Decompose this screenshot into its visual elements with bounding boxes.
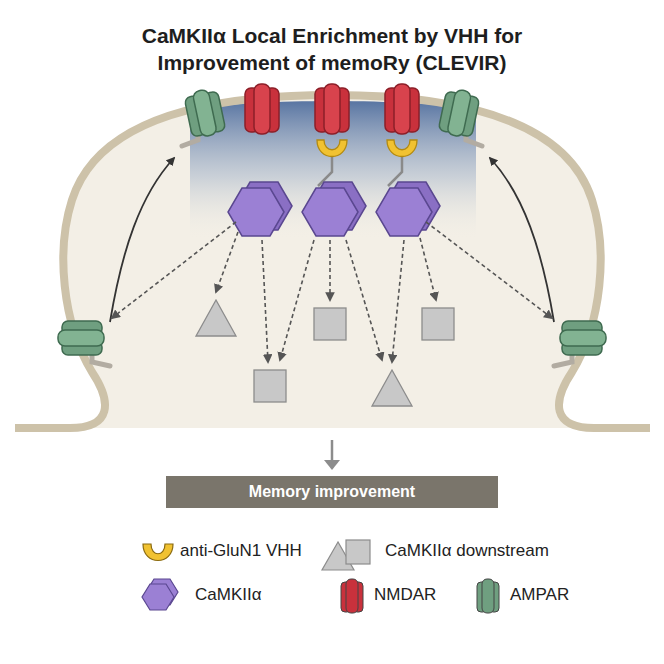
- ampar-lower-right: [554, 321, 606, 366]
- vhh-symbol: [387, 140, 417, 157]
- ampar-top-left: [182, 87, 226, 146]
- nmdar-symbol: [245, 84, 279, 134]
- legend-label: CaMKIIα downstream: [385, 541, 549, 561]
- legend-icon: [468, 576, 508, 616]
- vhh-symbol: [317, 140, 347, 157]
- trafficking-arrow: [110, 158, 174, 322]
- legend-icon: [330, 532, 370, 572]
- title-text: CaMKIIα Local Enrichment by VHH for Impr…: [97, 22, 567, 76]
- legend-icon: [138, 532, 178, 572]
- legend-label: NMDAR: [374, 585, 436, 605]
- downstream-triangle: [372, 370, 412, 406]
- nmdar-symbol: [315, 84, 349, 134]
- downstream-square: [314, 308, 346, 340]
- downstream-square: [422, 308, 454, 340]
- trafficking-arrow: [490, 158, 554, 322]
- title-block: CaMKIIα Local Enrichment by VHH for Impr…: [0, 22, 664, 76]
- legend-label: AMPAR: [510, 585, 569, 605]
- camkii-symbol: [228, 182, 292, 236]
- legend-label: CaMKIIα: [195, 585, 262, 605]
- camkii-symbol: [376, 182, 440, 236]
- downstream-arrows: [112, 222, 552, 362]
- downstream-square: [254, 370, 286, 402]
- result-box: Memory improvement: [166, 476, 498, 508]
- legend-icon: [332, 576, 372, 616]
- legend-icon: [144, 576, 184, 616]
- ampar-lower-left: [58, 321, 110, 366]
- downstream-triangle: [196, 300, 236, 336]
- ampar-top-right: [438, 87, 482, 146]
- nmdar-symbol: [385, 84, 419, 134]
- result-arrowhead: [324, 460, 340, 470]
- result-arrow: [331, 440, 334, 462]
- camkii-symbol: [302, 182, 366, 236]
- spine-fill: [15, 95, 650, 428]
- spine-membrane: [15, 95, 650, 428]
- legend-label: anti-GluN1 VHH: [180, 541, 302, 561]
- box-label: Memory improvement: [249, 483, 415, 501]
